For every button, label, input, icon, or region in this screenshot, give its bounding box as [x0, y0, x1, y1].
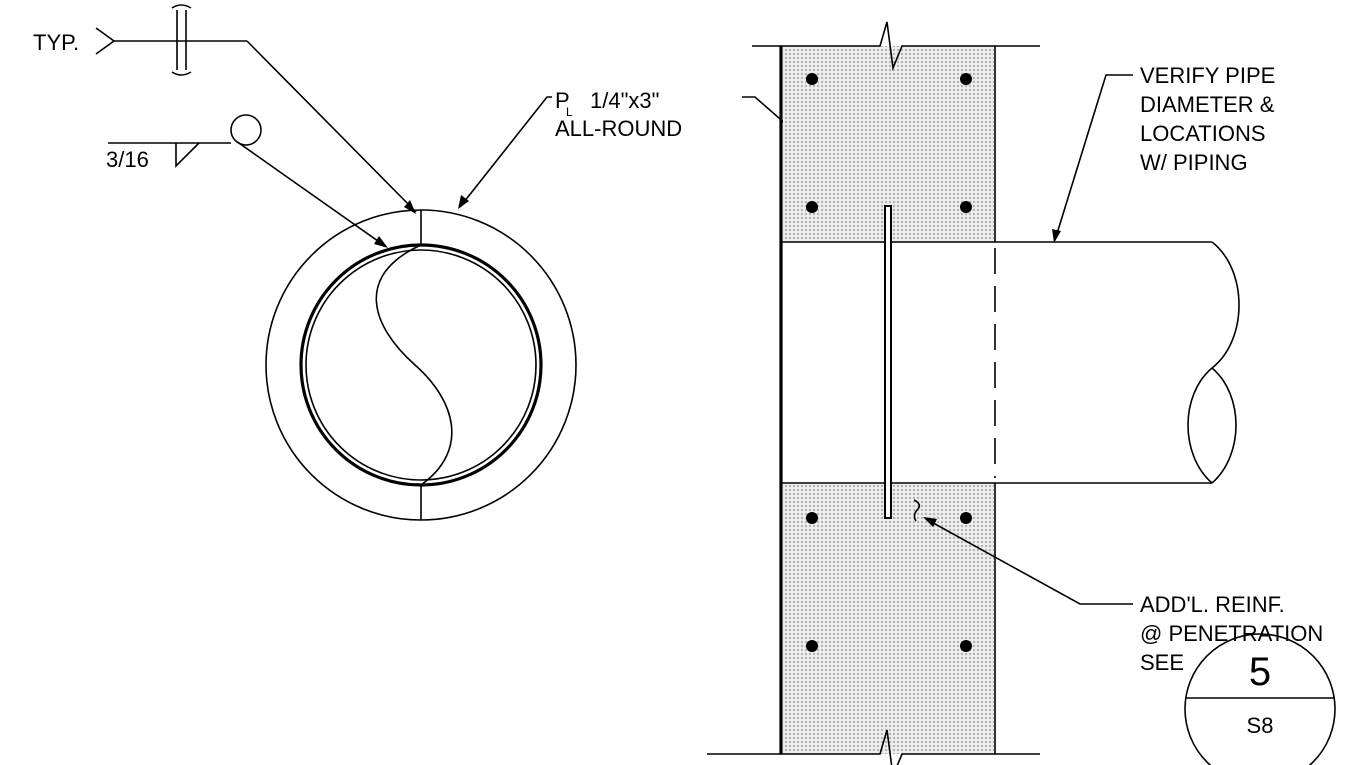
weld-all-around-circle: [230, 114, 262, 146]
detail-reference-bubble: 5 S8: [1184, 633, 1336, 765]
additional-rebar-symbol: [913, 499, 921, 522]
pipe-outer-wall: [299, 243, 543, 487]
weld-size-label: 3/16: [106, 147, 149, 172]
plate-arrowhead-left: [458, 195, 469, 209]
typ-tail-symbol: [95, 27, 116, 55]
pipe-break-end-inner: [1211, 367, 1237, 484]
typ-leader-line: [246, 40, 417, 213]
pipe-break-symbol: [375, 244, 453, 486]
reinf-line-1: ADD'L. REINF.: [1140, 592, 1285, 617]
concrete-wall-lower: [783, 483, 994, 754]
rebar-dot: [960, 512, 972, 524]
wall-break-line-top: [752, 21, 1040, 72]
plate-all-round-label: ALL-ROUND: [555, 116, 682, 141]
detail-bubble-circle: [1184, 633, 1336, 765]
typ-label: TYP.: [33, 30, 79, 55]
plate-symbol-subscript: L: [566, 105, 573, 119]
weld-groove-arc-bottom: [171, 71, 192, 76]
plate-size-label: 1/4"x3": [590, 88, 659, 113]
verify-line-4: W/ PIPING: [1140, 150, 1248, 175]
plate-leader-left: [459, 96, 552, 208]
wall-elevation-view: [707, 21, 1240, 765]
verify-pipe-callout: VERIFY PIPE DIAMETER & LOCATIONS W/ PIPI…: [1052, 63, 1275, 243]
pipe-inner-wall: [305, 249, 537, 481]
pipe-section-view: [265, 209, 577, 521]
wall-break-line-bottom: [707, 729, 1040, 765]
verify-line-2: DIAMETER &: [1140, 92, 1275, 117]
sleeve-plate-outer-circle: [265, 209, 577, 521]
fillet-weld-symbol: [175, 142, 200, 168]
detail-number: 5: [1249, 650, 1271, 694]
rebar-dot: [960, 201, 972, 213]
typ-weld-callout: TYP.: [33, 4, 417, 214]
weld-leader-line: [235, 140, 386, 247]
verify-leader-line: [1054, 74, 1133, 241]
fillet-weld-callout: 3/16: [106, 114, 388, 248]
typ-arrowhead: [404, 200, 416, 214]
rebar-dot: [960, 73, 972, 85]
detail-sheet: S8: [1247, 713, 1274, 738]
weld-arrowhead: [374, 236, 388, 248]
verify-line-1: VERIFY PIPE: [1140, 63, 1275, 88]
rebar-dot: [806, 512, 818, 524]
rebar-dot: [806, 640, 818, 652]
embed-plate: [884, 205, 892, 519]
plate-callout: P L 1/4"x3" ALL-ROUND: [458, 88, 886, 212]
weld-groove-arc-top: [171, 4, 192, 9]
verify-arrowhead: [1052, 229, 1061, 243]
pipe-break-end-outer: [1187, 241, 1240, 484]
plate-symbol: P: [555, 88, 570, 113]
reinf-arrowhead: [923, 517, 937, 527]
rebar-dot: [806, 201, 818, 213]
reinf-line-3: SEE: [1140, 650, 1184, 675]
rebar-dot: [806, 73, 818, 85]
verify-line-3: LOCATIONS: [1140, 121, 1266, 146]
rebar-dot: [960, 640, 972, 652]
reinf-leader-line: [925, 518, 1133, 605]
